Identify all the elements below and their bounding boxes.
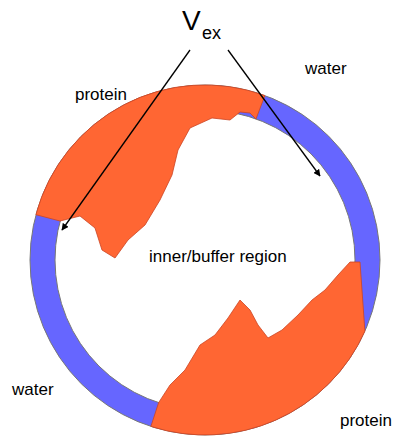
- region-name: water: [12, 381, 54, 400]
- volume-subscript: ex: [202, 24, 221, 44]
- protein-region: [36, 85, 265, 258]
- volume-symbol: V: [182, 6, 201, 37]
- region-area: inner/buffer region: [149, 248, 287, 267]
- region-name: protein: [340, 412, 392, 431]
- region-name: protein: [75, 86, 127, 105]
- leader-arrow: [62, 50, 190, 230]
- protein-region: [151, 262, 365, 435]
- region-label: inner/buffer region: [149, 248, 287, 267]
- region-name: water: [305, 60, 347, 79]
- water-ring: [30, 85, 380, 435]
